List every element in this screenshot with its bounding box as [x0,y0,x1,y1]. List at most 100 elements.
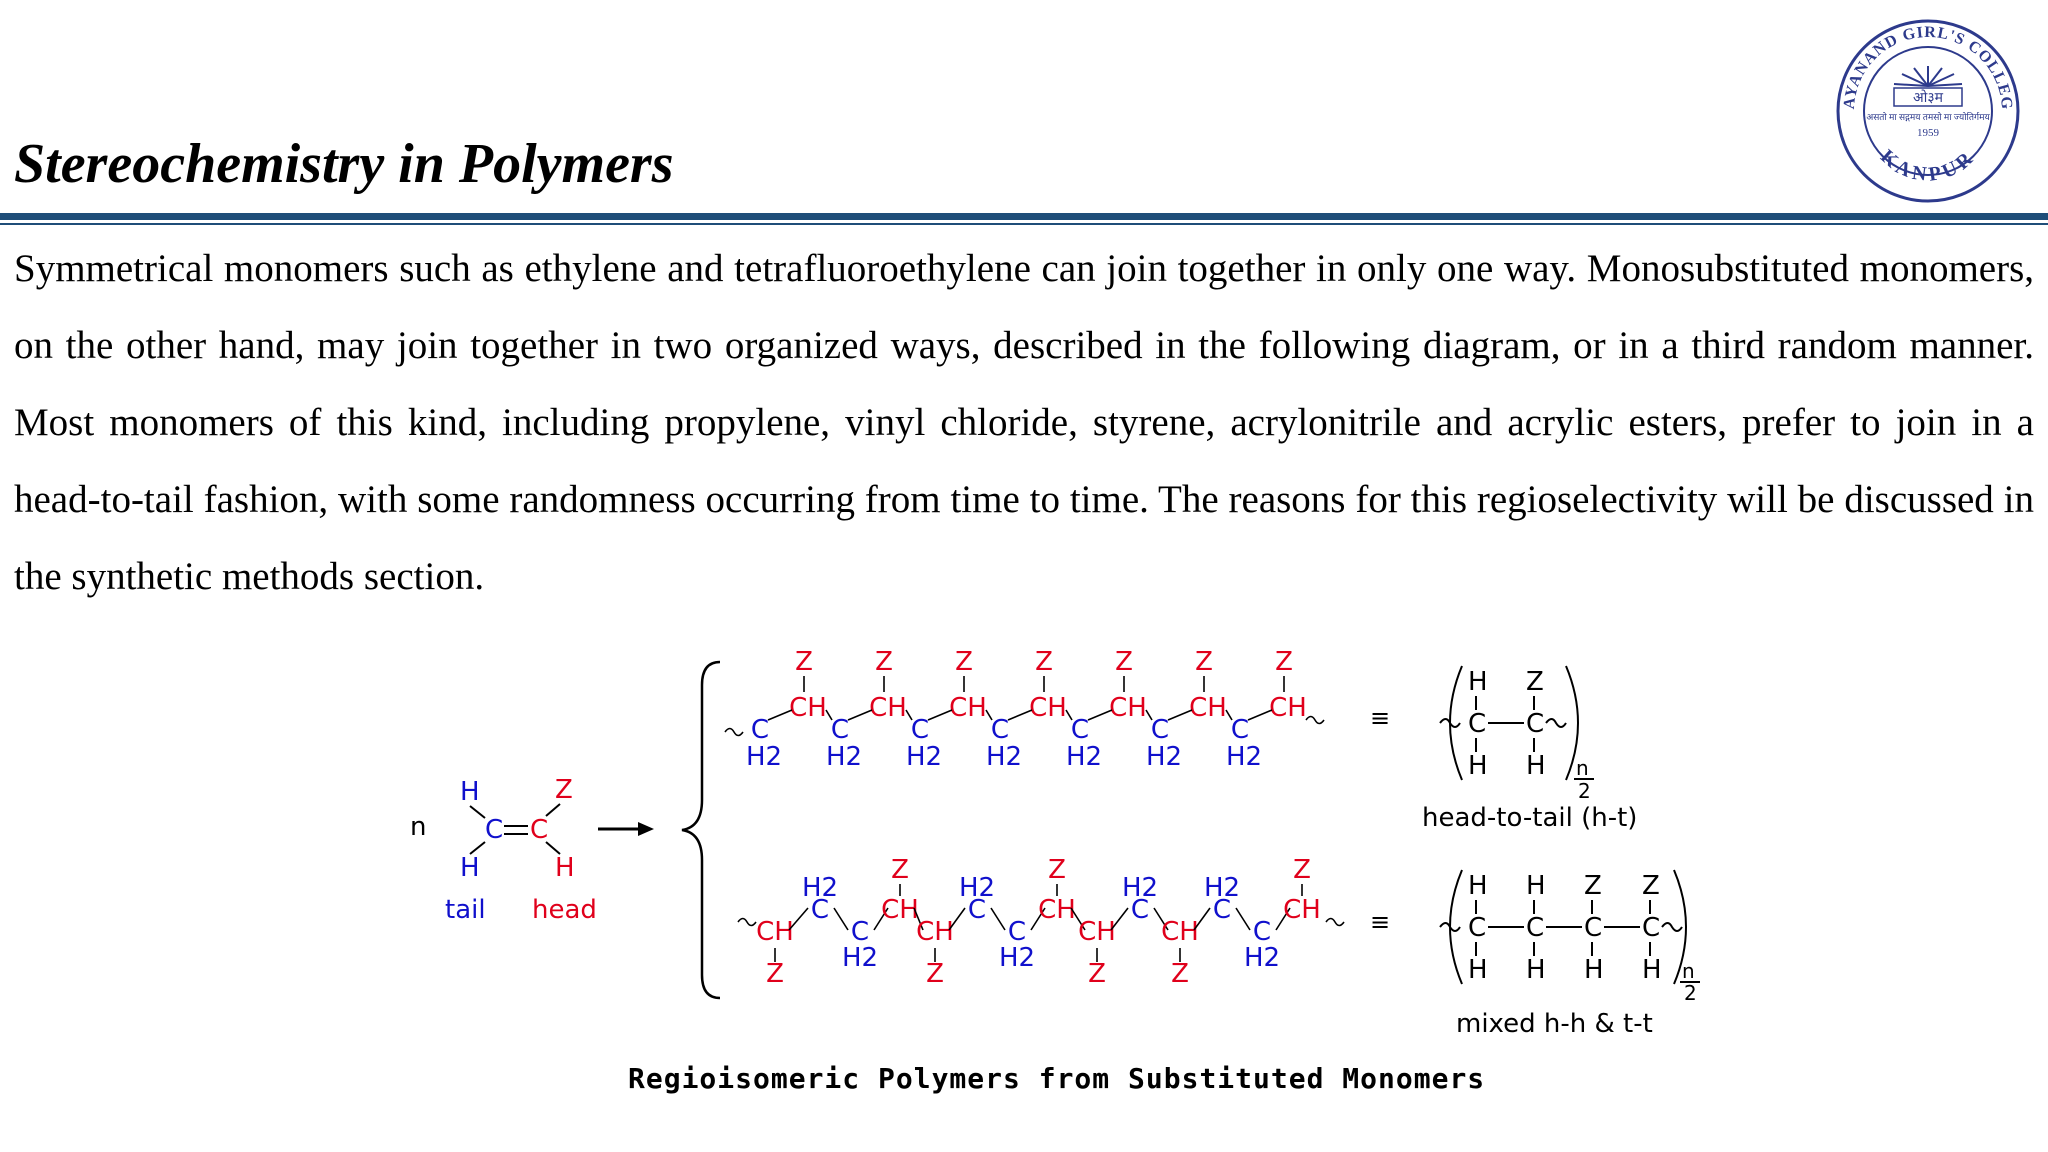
body-paragraph: Symmetrical monomers such as ethylene an… [14,247,2034,598]
mx-backbone-bond [1030,907,1046,931]
monomer-z: Z [555,775,573,805]
mx-ch2-hydrogens: H2 [959,873,995,903]
ht-unit-c1: C [1468,709,1486,739]
monomer-c-tail: C [485,815,503,845]
slide-title: Stereochemistry in Polymers [14,133,674,195]
mx-backbone-bond [990,907,1006,931]
ht-ch2-carbon: C [1231,715,1249,745]
mixed-label: mixed h-h & t-t [1456,1009,1653,1039]
mx-ch2-carbon: C [1253,917,1271,947]
ht-subscript-2: 2 [1578,779,1591,803]
mx-chain-end-icon [1325,917,1345,927]
ht-unit-z-top: Z [1526,667,1544,697]
mx-ch2-hydrogens: H2 [1244,943,1280,973]
ht-bond-down [1225,709,1233,721]
mx-ch2-hydrogens: H2 [802,873,838,903]
regioisomer-diagram: n H H C C Z H tail head CH2CHZCH2CHZCH2C… [410,647,1700,1039]
mx-substituent-z: Z [1088,959,1106,989]
ht-bond-up [1247,709,1273,721]
ht-substituent-z: Z [1115,647,1133,677]
ht-substituent-z: Z [795,647,813,677]
ht-bond-down [905,709,913,721]
ht-unit-c2: C [1526,709,1544,739]
mx-backbone-bond [1153,907,1169,931]
ht-unit-h-top: H [1468,667,1488,697]
mx-ch2-carbon: C [968,895,986,925]
mx-ch-carbon: CH [756,917,794,947]
mx-unit-c2: C [1526,913,1544,943]
mx-ch-carbon: CH [916,917,954,947]
mx-backbone-bond [1193,907,1211,931]
mx-unit-c1: C [1468,913,1486,943]
mx-subscript-n: n [1682,959,1695,983]
ht-substituent-z: Z [1275,647,1293,677]
title-rule [0,213,2048,220]
ht-bond-up [1087,709,1113,721]
ht-ch-carbon: CH [1269,693,1307,723]
mx-backbone-bond [1275,907,1291,931]
mx-ch2-hydrogens: H2 [1204,873,1240,903]
ht-chain-end-icon [1305,715,1325,725]
ht-ch-carbon: CH [789,693,827,723]
mx-backbone-bond [1235,907,1251,931]
mx-ch-carbon: CH [1038,895,1076,925]
ht-bond-up [847,709,873,721]
head-to-tail-chain: CH2CHZCH2CHZCH2CHZCH2CHZCH2CHZCH2CHZCH2C… [724,647,1325,772]
mx-unit-h2: H [1526,871,1546,901]
monomer-c-head: C [530,815,548,845]
mx-ch2-carbon: C [1131,895,1149,925]
ht-chain-start-icon [724,727,744,737]
mx-ch-carbon: CH [1078,917,1116,947]
mx-ch2-carbon: C [1008,917,1026,947]
mx-ch2-hydrogens: H2 [999,943,1035,973]
ht-ch2-carbon: C [911,715,929,745]
ht-ch2-carbon: C [751,715,769,745]
logo-emblem-text: ओ३म [1913,89,1944,106]
mx-backbone-bond [948,907,966,931]
equiv-sign-mixed: ≡ [1370,908,1390,936]
ht-ch2-carbon: C [1071,715,1089,745]
ht-ch-carbon: CH [949,693,987,723]
mx-ch-carbon: CH [1161,917,1199,947]
mx-backbone-bond [873,907,889,931]
brace-icon [681,660,721,1000]
mx-backbone-bond [913,907,924,931]
head-to-tail-label: head-to-tail (h-t) [1422,803,1637,833]
mx-ch2-carbon: C [851,917,869,947]
monomer-head-label: head [532,895,597,925]
mx-unit-h3: H [1468,955,1488,985]
svg-text:KANPUR: KANPUR [1876,146,1980,187]
diagram-caption: Regioisomeric Polymers from Substituted … [628,1062,1486,1095]
ht-substituent-z: Z [1035,647,1053,677]
reaction-arrow-icon [598,822,654,836]
ht-unit-h-bot2: H [1526,751,1546,781]
ht-ch2-carbon: C [831,715,849,745]
mx-unit-h5: H [1584,955,1604,985]
mx-ch2-carbon: C [811,895,829,925]
college-logo: DAYANAND GIRL'S COLLEGE KANPUR ओ३म असतो … [1818,16,2020,203]
ht-ch2-hydrogens: H2 [1066,742,1102,772]
monomer-h-bottom: H [460,853,480,883]
mx-subscript-2: 2 [1684,981,1697,1005]
mx-substituent-z: Z [891,855,909,885]
ht-ch-carbon: CH [1189,693,1227,723]
ht-substituent-z: Z [955,647,973,677]
ht-ch2-hydrogens: H2 [906,742,942,772]
mx-ch2-hydrogens: H2 [1122,873,1158,903]
monomer-h-head: H [555,853,575,883]
monomer-n: n [410,812,426,842]
mx-unit-z1: Z [1584,871,1602,901]
ht-bond-down [825,709,833,721]
logo-motto: असतो मा सद्गमय तमसो मा ज्योतिर्गमय [1866,111,1990,122]
ht-bond-down [1145,709,1153,721]
mx-ch-carbon: CH [1283,895,1321,925]
mx-ch2-carbon: C [1213,895,1231,925]
mx-backbone-bond [1110,907,1129,931]
ht-bond-up [767,709,793,721]
ht-ch2-hydrogens: H2 [1226,742,1262,772]
mx-unit-h1: H [1468,871,1488,901]
mx-backbone-bond [1070,907,1086,931]
ht-bond-down [985,709,993,721]
ht-ch2-carbon: C [991,715,1009,745]
mx-ch-carbon: CH [881,895,919,925]
